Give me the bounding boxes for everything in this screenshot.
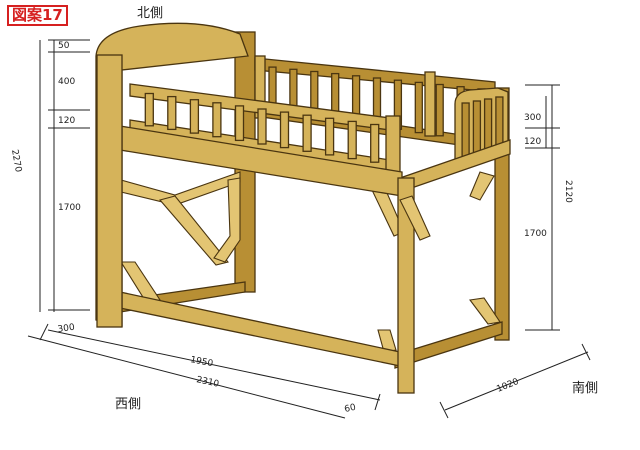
left-dim-1: 50 <box>58 41 70 51</box>
near-guard-slats <box>144 92 380 163</box>
label-south: 南側 <box>572 380 598 396</box>
near-guard-slat <box>370 123 380 163</box>
south-brace-c <box>469 297 501 325</box>
south-brace-b <box>469 171 495 201</box>
south-end-panel <box>399 87 511 193</box>
bottom-dim-depth: 1020 <box>495 377 520 395</box>
dimension-lines <box>27 39 591 419</box>
near-guard-slat <box>257 108 267 145</box>
near-guard-slat <box>324 117 335 156</box>
near-guard-slat <box>212 102 222 138</box>
west-lower-rail <box>119 291 401 367</box>
end-guard-slat <box>483 98 493 154</box>
bottom-dim-post-right: 60 <box>344 403 358 415</box>
near-guard-slat <box>144 92 154 127</box>
right-dim-3: 1700 <box>524 229 547 239</box>
near-guard-slat <box>347 120 357 160</box>
right-dim-total: 2120 <box>563 180 573 203</box>
left-dim-4: 1700 <box>58 203 81 213</box>
bottom-dim-overall: 2310 <box>195 375 220 390</box>
end-guard-slat <box>495 96 504 151</box>
far-guard-slat <box>435 83 444 137</box>
front-frame <box>95 22 431 394</box>
near-guard-end <box>385 115 401 175</box>
bottom-dim-inner: 1950 <box>189 355 214 369</box>
front-right-brace <box>399 195 431 241</box>
right-dim-2: 120 <box>524 137 541 147</box>
bottom-dim-post-left: 300 <box>57 323 76 335</box>
north-brace-right <box>213 177 241 263</box>
left-dim-3: 120 <box>58 116 75 126</box>
end-guard-slat <box>461 102 470 160</box>
far-guard-post-right <box>424 71 436 137</box>
near-guard-slat <box>302 114 312 152</box>
front-right-post <box>397 177 415 394</box>
front-left-post <box>96 54 123 328</box>
right-dim-1: 300 <box>524 113 541 123</box>
label-north: 北側 <box>137 6 163 21</box>
south-brace-d <box>377 329 397 353</box>
near-guard-slat <box>234 105 245 142</box>
near-guard-slat <box>189 99 200 134</box>
label-west: 西側 <box>115 397 141 412</box>
far-guard-slat <box>414 81 423 134</box>
near-guard-slat <box>279 111 290 149</box>
left-dim-2: 400 <box>58 77 75 87</box>
north-brace-diag <box>159 195 229 266</box>
diagram-badge: 図案17 <box>7 5 68 26</box>
near-guard-slat <box>167 95 177 131</box>
north-brace-top <box>120 171 241 206</box>
end-guard-slat <box>472 100 482 157</box>
left-dim-total: 2270 <box>9 149 23 174</box>
